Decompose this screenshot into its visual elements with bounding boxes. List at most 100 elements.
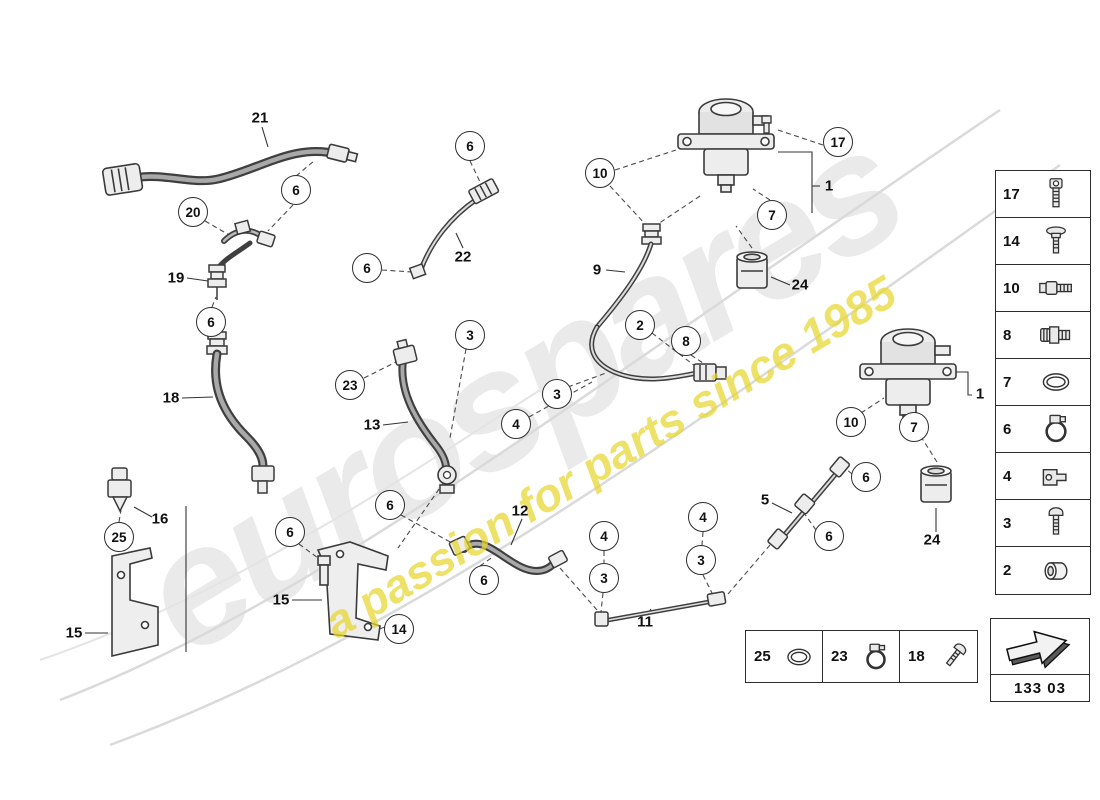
part-number-label: 15 (272, 591, 290, 609)
seal-sleeve-icon (1027, 552, 1085, 590)
part-number-label: 15 (65, 624, 83, 642)
part-callout[interactable]: 25 (104, 522, 134, 552)
part-callout[interactable]: 6 (352, 253, 382, 283)
legend-row-7[interactable]: 7 (996, 359, 1090, 406)
screw-icon (934, 639, 973, 675)
part-callout[interactable]: 23 (335, 370, 365, 400)
part-callout[interactable]: 6 (281, 175, 311, 205)
legend-row-14[interactable]: 14 (996, 218, 1090, 265)
part-hose-13 (392, 338, 457, 494)
parts-legend-right: 17 14 10 (995, 170, 1091, 595)
part-callout[interactable]: 10 (836, 407, 866, 437)
part-number-label: 19 (167, 269, 185, 287)
part-number-label: 16 (151, 510, 169, 528)
part-callout[interactable]: 14 (384, 614, 414, 644)
part-callout[interactable]: 2 (625, 310, 655, 340)
legend-part-number: 6 (1003, 420, 1012, 438)
countersunk-screw-icon (1027, 222, 1085, 260)
legend-part-number: 3 (1003, 514, 1012, 532)
parts-legend-bottom: 25 23 18 (745, 630, 978, 683)
legend-part-number: 8 (1003, 326, 1012, 344)
part-hose-21 (101, 143, 359, 196)
diagram-code: 133 03 (990, 675, 1090, 702)
part-callout[interactable]: 3 (455, 320, 485, 350)
legend-part-number: 25 (754, 648, 771, 665)
part-fitting-19 (207, 264, 227, 300)
part-number-label: 1 (824, 177, 834, 195)
part-callout[interactable]: 6 (851, 462, 881, 492)
legend-row-2[interactable]: 2 (996, 547, 1090, 594)
legend-row-4[interactable]: 4 (996, 453, 1090, 500)
part-callout[interactable]: 8 (671, 326, 701, 356)
part-callout[interactable]: 7 (757, 200, 787, 230)
part-number-label: 1 (975, 385, 985, 403)
part-callout[interactable]: 4 (688, 502, 718, 532)
part-number-label: 18 (162, 389, 180, 407)
pan-head-screw-icon (1027, 504, 1085, 542)
legend-cell-23[interactable]: 23 (823, 631, 900, 682)
valve-fitting-icon (1027, 269, 1085, 307)
part-number-label: 21 (251, 109, 269, 127)
threaded-fitting-icon (1027, 316, 1085, 354)
part-callout[interactable]: 4 (501, 409, 531, 439)
part-sensor-16 (107, 467, 132, 513)
part-callout[interactable]: 7 (899, 412, 929, 442)
socket-head-bolt-icon (1027, 175, 1085, 213)
legend-cell-25[interactable]: 25 (746, 631, 823, 682)
direction-arrow-icon[interactable] (990, 618, 1090, 675)
part-hose-12 (448, 535, 568, 575)
part-bracket-15-right (316, 541, 389, 641)
part-callout[interactable]: 10 (585, 158, 615, 188)
solid-leader-lines (85, 126, 972, 652)
part-pipe-9 (589, 223, 727, 382)
part-number-label: 13 (363, 416, 381, 434)
part-callout[interactable]: 6 (469, 565, 499, 595)
part-number-label: 12 (511, 502, 529, 520)
part-bracket-15-left (111, 547, 159, 658)
part-fitting-8 (693, 363, 727, 382)
legend-row-3[interactable]: 3 (996, 500, 1090, 547)
part-number-label: 24 (923, 531, 941, 549)
part-number-label: 11 (637, 613, 653, 631)
part-callout[interactable]: 4 (589, 521, 619, 551)
part-number-label: 5 (760, 491, 770, 509)
o-ring-icon (1027, 363, 1085, 401)
part-bolt-17-on-pump (761, 115, 772, 134)
legend-part-number: 23 (831, 648, 848, 665)
legend-part-number: 17 (1003, 185, 1020, 203)
legend-row-17[interactable]: 17 (996, 171, 1090, 218)
part-callout[interactable]: 3 (542, 379, 572, 409)
part-callout[interactable]: 6 (275, 517, 305, 547)
legend-row-6[interactable]: 6 (996, 406, 1090, 453)
part-callout[interactable]: 17 (823, 127, 853, 157)
hose-clamp-icon (1027, 410, 1085, 448)
part-pipe-22 (408, 178, 500, 280)
retaining-clip-icon (1027, 457, 1085, 495)
part-number-label: 22 (454, 248, 472, 266)
part-pipe-11 (594, 591, 727, 627)
legend-part-number: 18 (908, 648, 925, 665)
legend-part-number: 14 (1003, 232, 1020, 250)
part-callout[interactable]: 6 (814, 521, 844, 551)
hose-clamp-icon (857, 639, 895, 675)
part-callout[interactable]: 6 (196, 307, 226, 337)
part-callout[interactable]: 6 (375, 490, 405, 520)
part-number-label: 9 (592, 261, 602, 279)
part-callout[interactable]: 20 (178, 197, 208, 227)
part-callout[interactable]: 3 (589, 563, 619, 593)
part-callout[interactable]: 6 (455, 131, 485, 161)
legend-part-number: 4 (1003, 467, 1012, 485)
part-callout[interactable]: 3 (686, 545, 716, 575)
nav-box: 133 03 (990, 618, 1090, 702)
legend-cell-18[interactable]: 18 (900, 631, 977, 682)
legend-part-number: 7 (1003, 373, 1012, 391)
o-ring-icon (780, 639, 818, 675)
legend-row-8[interactable]: 8 (996, 312, 1090, 359)
legend-row-10[interactable]: 10 (996, 265, 1090, 312)
part-number-label: 24 (791, 276, 809, 294)
part-pipe-5 (767, 456, 851, 550)
legend-part-number: 2 (1003, 562, 1012, 579)
